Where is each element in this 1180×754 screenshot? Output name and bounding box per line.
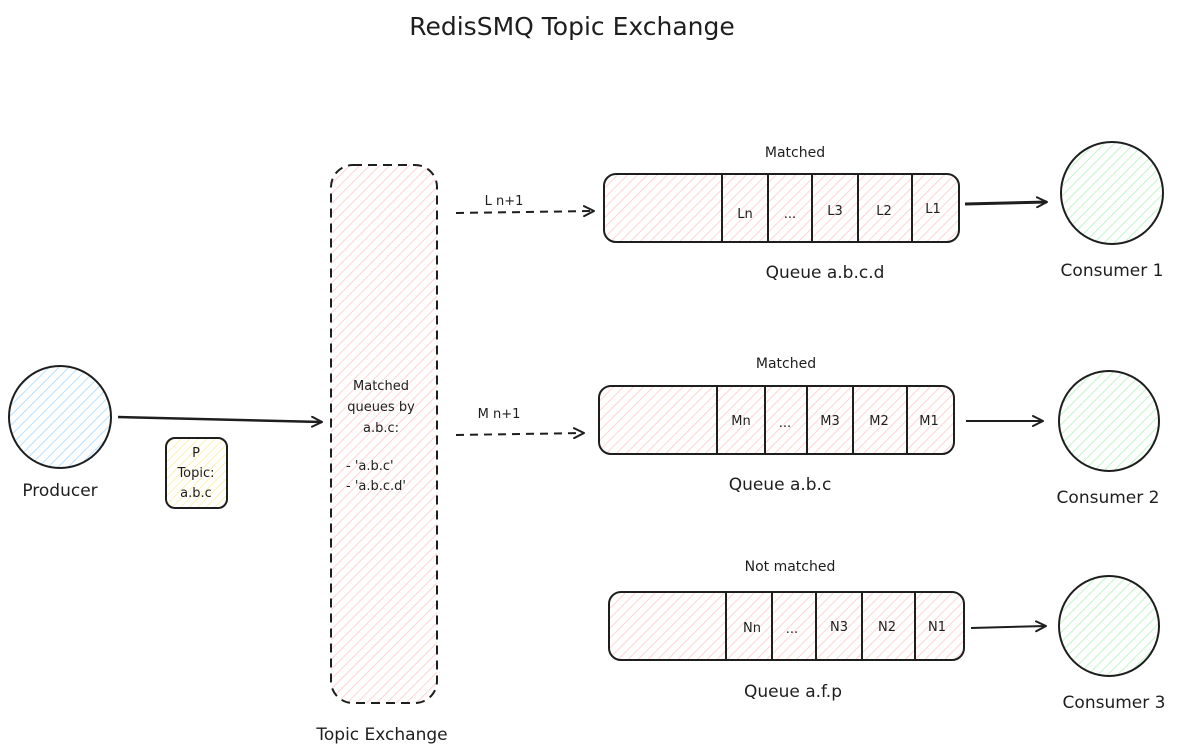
queue-1-to-consumer-arrow	[964, 196, 1048, 209]
queue-2-cell: ...	[779, 416, 791, 431]
queue-abcd: Matched L n+1 Ln ... L3 L2 L1 Queue a.b.…	[455, 141, 1164, 283]
exchange-matched-queue-1: - 'a.b.c'	[346, 459, 394, 474]
queue-2-cell: M3	[820, 414, 840, 429]
queue-1-name: Queue a.b.c.d	[766, 263, 885, 283]
message-card-box	[165, 437, 228, 509]
queue-1-cell: Ln	[737, 207, 752, 222]
queue-3-cell: Nn	[743, 621, 761, 636]
exchange-label: Topic Exchange	[315, 725, 447, 745]
queue-2-cell: M1	[919, 414, 939, 429]
queue-1-status: Matched	[765, 145, 825, 161]
queue-2-status: Matched	[756, 356, 816, 372]
message-topic-label: Topic:	[176, 466, 214, 481]
producer-label: Producer	[22, 481, 97, 501]
exchange-to-queue-1-arrow	[455, 205, 595, 218]
diagram-title: RedisSMQ Topic Exchange	[409, 12, 735, 41]
topic-exchange: Matched queues by a.b.c: - 'a.b.c' - 'a.…	[315, 164, 448, 745]
consumer-3-label: Consumer 3	[1063, 693, 1166, 713]
queue-3-cell: N2	[878, 620, 896, 635]
queue-1-cell: L2	[876, 204, 892, 219]
queue-1-cell: ...	[784, 207, 796, 222]
exchange-description-3: a.b.c:	[363, 421, 399, 436]
message-card: P Topic: a.b.c	[165, 437, 228, 509]
consumer-2-label: Consumer 2	[1057, 488, 1160, 508]
queue-2-cell: Mn	[731, 414, 750, 429]
queue-1-box	[603, 173, 960, 243]
producer-node: Producer	[8, 365, 112, 501]
queue-1-incoming-label: L n+1	[485, 194, 524, 209]
queue-afp: Not matched Nn ... N3 N2 N1 Queue a.f.p …	[608, 559, 1166, 713]
exchange-matched-queue-2: - 'a.b.c.d'	[346, 479, 406, 494]
consumer-2-circle	[1058, 370, 1160, 472]
exchange-description-2: queues by	[347, 400, 415, 415]
producer-circle	[8, 365, 112, 469]
consumer-3-circle	[1058, 575, 1160, 677]
queue-2-cell: M2	[869, 414, 889, 429]
message-label: P	[192, 446, 200, 461]
queue-3-status: Not matched	[745, 559, 836, 575]
producer-to-exchange-arrow	[117, 415, 323, 428]
queue-3-box	[608, 591, 965, 661]
queue-2-incoming-label: M n+1	[478, 407, 521, 422]
queue-3-cell: N1	[928, 620, 946, 635]
queue-2-box	[598, 385, 955, 455]
consumer-1-circle	[1060, 141, 1164, 245]
queue-3-name: Queue a.f.p	[744, 682, 842, 702]
queue-1-cell: L1	[925, 202, 941, 217]
topic-exchange-box	[330, 164, 438, 704]
queue-3-cell: ...	[786, 622, 798, 637]
consumer-1-label: Consumer 1	[1061, 261, 1164, 281]
queue-2-name: Queue a.b.c	[729, 475, 832, 495]
queue-abc: Matched M n+1 Mn ... M3 M2 M1 Queue a.b.…	[455, 356, 1160, 508]
queue-1-cell: L3	[827, 204, 843, 219]
exchange-to-queue-2-arrow	[455, 427, 585, 440]
queue-3-to-consumer-arrow	[970, 620, 1047, 633]
queue-3-cell: N3	[830, 620, 848, 635]
exchange-description-1: Matched	[353, 379, 409, 394]
message-topic-value: a.b.c	[180, 486, 212, 501]
